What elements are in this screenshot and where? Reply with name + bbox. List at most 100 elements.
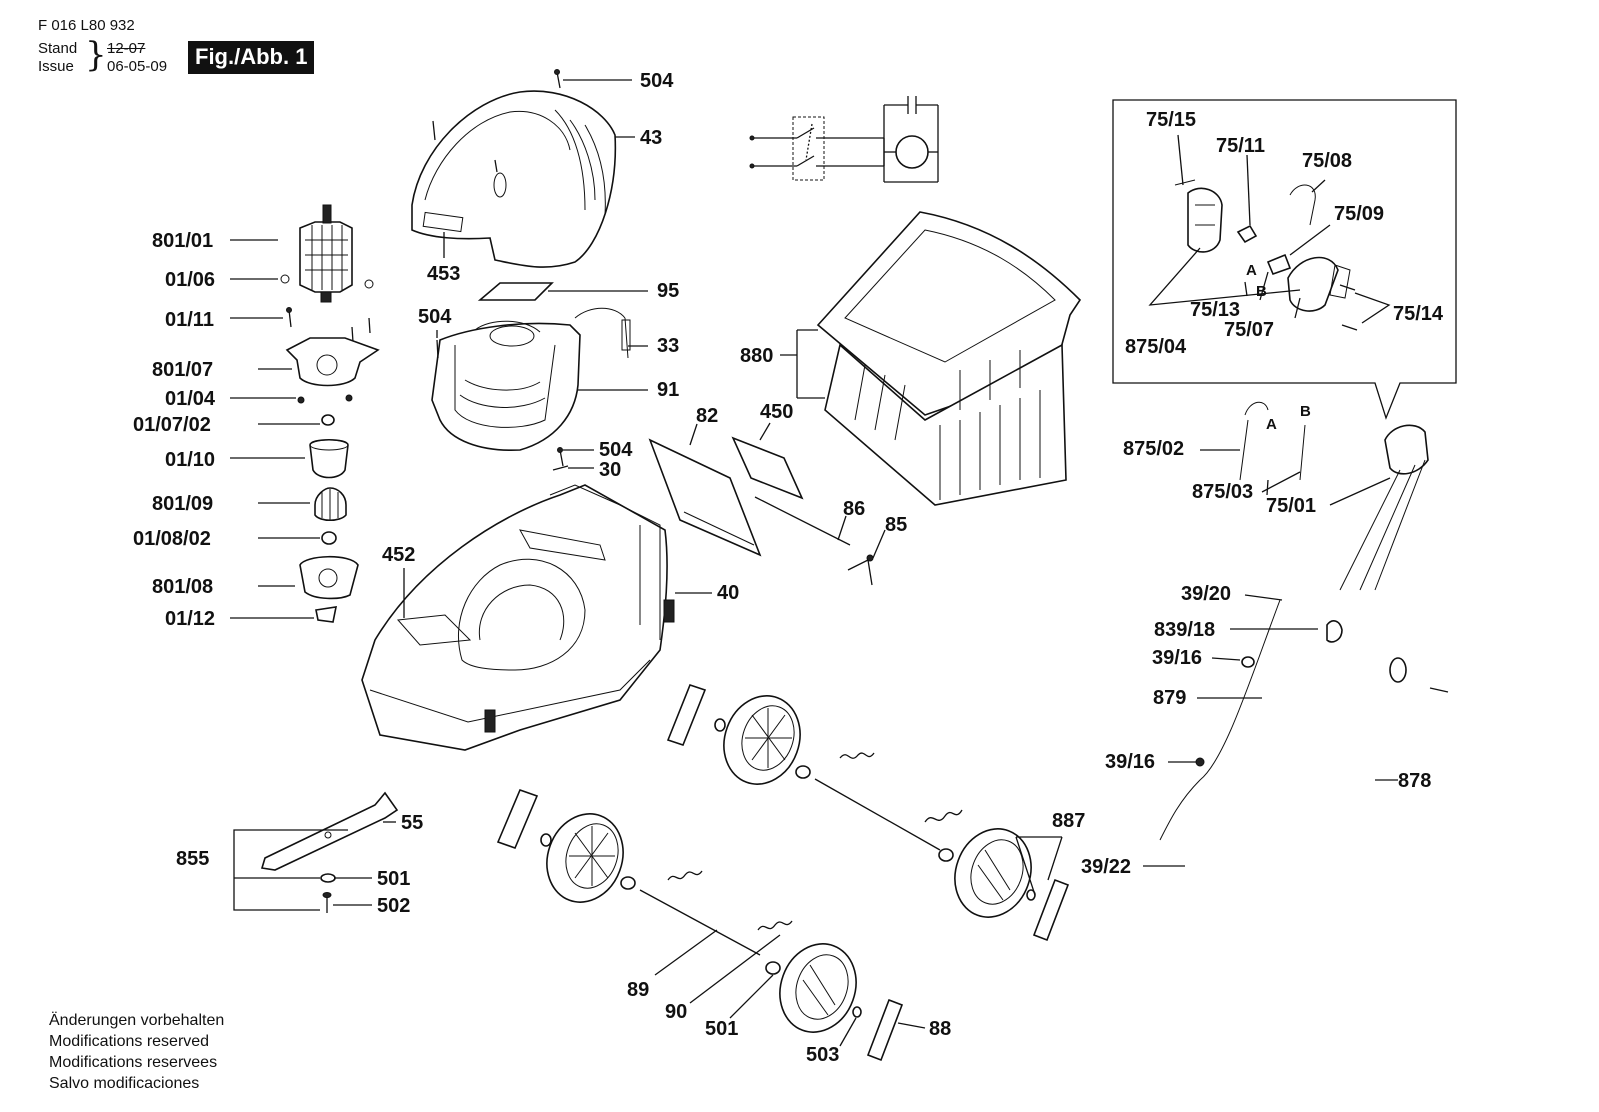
label-502: 502 <box>377 895 410 917</box>
label-504: 504 <box>640 70 674 92</box>
label-A: A <box>1266 416 1277 433</box>
label-875-02: 875/02 <box>1123 438 1184 460</box>
label-43: 43 <box>640 127 662 149</box>
part-labels: 504 43 453 95 504 33 91 504 30 82 450 88… <box>133 70 1444 1066</box>
label-504: 504 <box>599 439 633 461</box>
label-75-08: 75/08 <box>1302 150 1352 172</box>
label-450: 450 <box>760 401 793 423</box>
rear-flap-82 <box>648 438 762 557</box>
label-801-09: 801/09 <box>152 493 213 515</box>
label-55: 55 <box>401 812 423 834</box>
label-B: B <box>1256 283 1267 300</box>
rear-wheel-hubcap-left <box>496 684 707 850</box>
motor-armature-801-01 <box>299 204 353 303</box>
figure-title: Fig./Abb. 1 <box>188 41 315 74</box>
knob-839-18 <box>1241 620 1343 668</box>
fan-801-09 <box>314 487 347 522</box>
label-801-01: 801/01 <box>152 230 213 252</box>
rear-wheel-upper <box>714 695 801 785</box>
leader-lines <box>230 79 1398 1047</box>
note-es: Salvo modificaciones <box>49 1075 200 1092</box>
note-fr: Modifications reservees <box>49 1054 218 1071</box>
label-503: 503 <box>806 1044 839 1066</box>
label-B: B <box>1300 403 1311 420</box>
stand-label: Stand <box>38 40 78 57</box>
front-wheel-lower-503 <box>779 943 904 1062</box>
label-33: 33 <box>657 335 679 357</box>
label-01-04: 01/04 <box>165 388 216 410</box>
label-plate-95 <box>477 282 554 301</box>
bearing-plate-801-07 <box>285 337 380 404</box>
label-40: 40 <box>717 582 739 604</box>
label-88: 88 <box>929 1018 951 1040</box>
screw-504-top <box>432 69 561 359</box>
note-en: Modifications reserved <box>49 1033 210 1050</box>
bushing-01-07-02 <box>321 414 335 426</box>
plate-450 <box>731 436 804 500</box>
cable-875-02-03 <box>1239 401 1306 481</box>
label-01-10: 01/10 <box>165 449 215 471</box>
label-880: 880 <box>740 345 773 367</box>
clip-01-12 <box>315 606 338 623</box>
gear-housing-801-08 <box>299 555 359 600</box>
label-504: 504 <box>418 306 452 328</box>
label-01-07-02: 01/07/02 <box>133 414 211 436</box>
label-01-06: 01/06 <box>165 269 215 291</box>
label-875-04: 875/04 <box>1125 336 1187 358</box>
axle-rear <box>795 752 963 862</box>
ring-01-10 <box>309 438 349 479</box>
mower-deck-40 <box>361 484 675 751</box>
label-01-12: 01/12 <box>165 608 215 630</box>
issue-label: Issue <box>38 58 74 75</box>
label-90: 90 <box>665 1001 687 1023</box>
label-75-07: 75/07 <box>1224 319 1274 341</box>
bushing-01-08-02 <box>321 531 337 545</box>
label-89: 89 <box>627 979 649 1001</box>
label-86: 86 <box>843 498 865 520</box>
axle-front <box>620 870 793 975</box>
label-95: 95 <box>657 280 679 302</box>
label-01-08-02: 01/08/02 <box>133 528 211 550</box>
brace-icon: } <box>85 35 107 75</box>
circuit-diagram <box>749 96 939 183</box>
label-75-09: 75/09 <box>1334 203 1384 225</box>
label-30: 30 <box>599 459 621 481</box>
rear-wheel-lower <box>540 813 624 903</box>
label-75-15: 75/15 <box>1146 109 1196 131</box>
grass-box-880 <box>816 211 1082 506</box>
cable-33 <box>574 307 631 359</box>
label-879: 879 <box>1153 687 1186 709</box>
rod-86 <box>754 496 851 546</box>
label-501: 501 <box>705 1018 738 1040</box>
label-801-07: 801/07 <box>152 359 213 381</box>
label-75-14: 75/14 <box>1393 303 1444 325</box>
front-wheel-right-887 <box>954 828 1070 942</box>
label-839-18: 839/18 <box>1154 619 1215 641</box>
label-501: 501 <box>377 868 410 890</box>
motor-cover-43 <box>411 90 617 268</box>
motor-small-parts <box>280 274 374 343</box>
label-39-22: 39/22 <box>1081 856 1131 878</box>
label-855: 855 <box>176 848 209 870</box>
label-39-16: 39/16 <box>1105 751 1155 773</box>
label-452: 452 <box>382 544 415 566</box>
handle-lower-878 <box>1294 657 1449 938</box>
blade-55 <box>260 791 399 913</box>
label-91: 91 <box>657 379 679 401</box>
label-801-08: 801/08 <box>152 576 213 598</box>
label-75-13: 75/13 <box>1190 299 1240 321</box>
label-75-01: 75/01 <box>1266 495 1316 517</box>
label-875-03: 875/03 <box>1192 481 1253 503</box>
label-82: 82 <box>696 405 718 427</box>
switch-inset-box <box>1112 99 1457 420</box>
label-39-20: 39/20 <box>1181 583 1231 605</box>
note-de: Änderungen vorbehalten <box>49 1012 225 1029</box>
label-75-11: 75/11 <box>1216 135 1265 157</box>
label-453: 453 <box>427 263 460 285</box>
label-01-11: 01/11 <box>165 309 214 331</box>
label-39-16: 39/16 <box>1152 647 1202 669</box>
small-parts-504-30 <box>552 447 569 471</box>
issue-date: 06-05-09 <box>107 58 168 75</box>
old-date: 12-07 <box>107 40 146 57</box>
